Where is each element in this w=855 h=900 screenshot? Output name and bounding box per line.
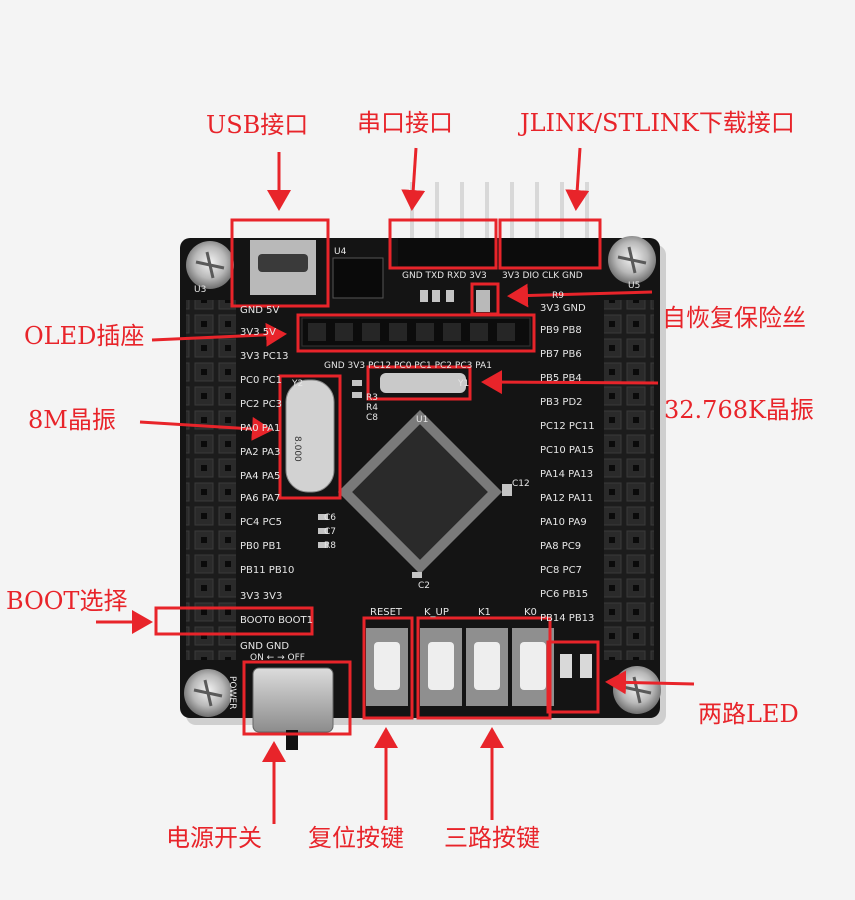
left-label-0: GND 5V: [240, 305, 280, 316]
left-label-9: PC4 PC5: [240, 517, 282, 528]
right-label-5: PC12 PC11: [540, 421, 595, 432]
left-pin-header: [186, 300, 236, 660]
ref-r3: R3: [366, 393, 378, 403]
screw-bottom-right: [613, 666, 661, 714]
voltage-regulator: [332, 257, 384, 299]
left-label-1: 3V3 5V: [240, 327, 276, 338]
oled-label: OLED插座: [24, 322, 145, 350]
jlink-label: JLINK/STLINK下载接口: [520, 109, 795, 137]
left-label-5: PA0 PA1: [240, 423, 281, 434]
led-components: [560, 654, 592, 678]
left-label-14: GND GND: [240, 641, 290, 652]
button-bodies: [366, 628, 554, 706]
left-label-12: 3V3 3V3: [240, 591, 283, 602]
fuse-label: 自恢复保险丝: [662, 304, 806, 332]
right-label-12: PC6 PB15: [540, 589, 589, 600]
serial-label: 串口接口: [357, 109, 453, 137]
ref-c8: C8: [366, 413, 379, 423]
button-label-k0: K0: [524, 607, 537, 618]
ref-y1: Y1: [458, 379, 470, 389]
left-label-6: PA2 PA3: [240, 447, 281, 458]
right-label-9: PA10 PA9: [540, 517, 587, 528]
crystal8m-label: 8M晶振: [28, 406, 116, 434]
right-label-8: PA12 PA11: [540, 493, 594, 504]
ref-r4: R4: [366, 403, 378, 413]
button-label-kup: K_UP: [424, 607, 449, 618]
right-label-0: 3V3 GND: [540, 303, 586, 314]
ref-r9: R9: [552, 291, 564, 301]
left-label-4: PC2 PC3: [240, 399, 282, 410]
right-pin-header: [604, 300, 654, 660]
right-label-11: PC8 PC7: [540, 565, 582, 576]
smd-parts: [318, 290, 512, 578]
top-header-body: [398, 238, 598, 266]
right-label-2: PB7 PB6: [540, 349, 582, 360]
left-label-2: 3V3 PC13: [240, 351, 289, 362]
keys-label: 三路按键: [444, 824, 540, 852]
ref-r8: R8: [324, 541, 336, 551]
power-switch-labels: ON ← → OFF: [250, 653, 305, 663]
left-label-8: PA6 PA7: [240, 493, 281, 504]
boot-label: BOOT选择: [6, 587, 128, 615]
right-label-4: PB3 PD2: [540, 397, 583, 408]
highlight-boxes: [154, 218, 602, 736]
leds-label: 两路LED: [698, 700, 799, 728]
crystal-8m: [285, 379, 335, 493]
reset-label: 复位按键: [308, 824, 404, 852]
right-label-10: PA8 PC9: [540, 541, 582, 552]
right-label-3: PB5 PB4: [540, 373, 582, 384]
left-label-13: BOOT0 BOOT1: [240, 615, 313, 626]
crystal-32k: [380, 373, 466, 393]
jlink-pin-labels: 3V3 DIO CLK GND: [502, 271, 583, 281]
left-label-3: PC0 PC1: [240, 375, 282, 386]
button-label-k1: K1: [478, 607, 491, 618]
left-label-10: PB0 PB1: [240, 541, 282, 552]
power-label: 电源开关: [166, 824, 262, 852]
ref-u4: U4: [334, 247, 347, 257]
right-label-7: PA14 PA13: [540, 469, 594, 480]
right-label-13: PB14 PB13: [540, 613, 595, 624]
ref-c6: C6: [324, 513, 337, 523]
right-label-6: PC10 PA15: [540, 445, 594, 456]
ref-u5: U5: [628, 281, 641, 291]
ref-power: POWER: [227, 676, 237, 710]
usb-label: USB接口: [206, 111, 309, 139]
button-label-reset: RESET: [370, 607, 403, 618]
screw-bottom-left: [184, 669, 232, 717]
screw-top-right: [608, 236, 656, 284]
ref-u3: U3: [194, 285, 207, 295]
crystal32k-label: 32.768K晶振: [664, 396, 814, 424]
left-label-7: PA4 PA5: [240, 471, 281, 482]
ref-c2: C2: [418, 581, 431, 591]
right-label-1: PB9 PB8: [540, 325, 582, 336]
ref-c12: C12: [512, 479, 530, 489]
crystal-marking: 8.000: [292, 436, 302, 462]
power-switch: [252, 667, 334, 733]
ref-u1: U1: [416, 415, 429, 425]
fuse-component: [476, 290, 490, 312]
left-label-11: PB11 PB10: [240, 565, 295, 576]
screw-top-left: [186, 241, 234, 289]
serial-pin-labels: GND TXD RXD 3V3: [402, 271, 487, 281]
annotation-arrows: [96, 147, 695, 824]
oled-pin-labels: GND 3V3 PC12 PC0 PC1 PC2 PC3 PA1: [324, 361, 492, 371]
ref-y2: Y2: [292, 379, 304, 389]
ref-c7: C7: [324, 527, 337, 537]
